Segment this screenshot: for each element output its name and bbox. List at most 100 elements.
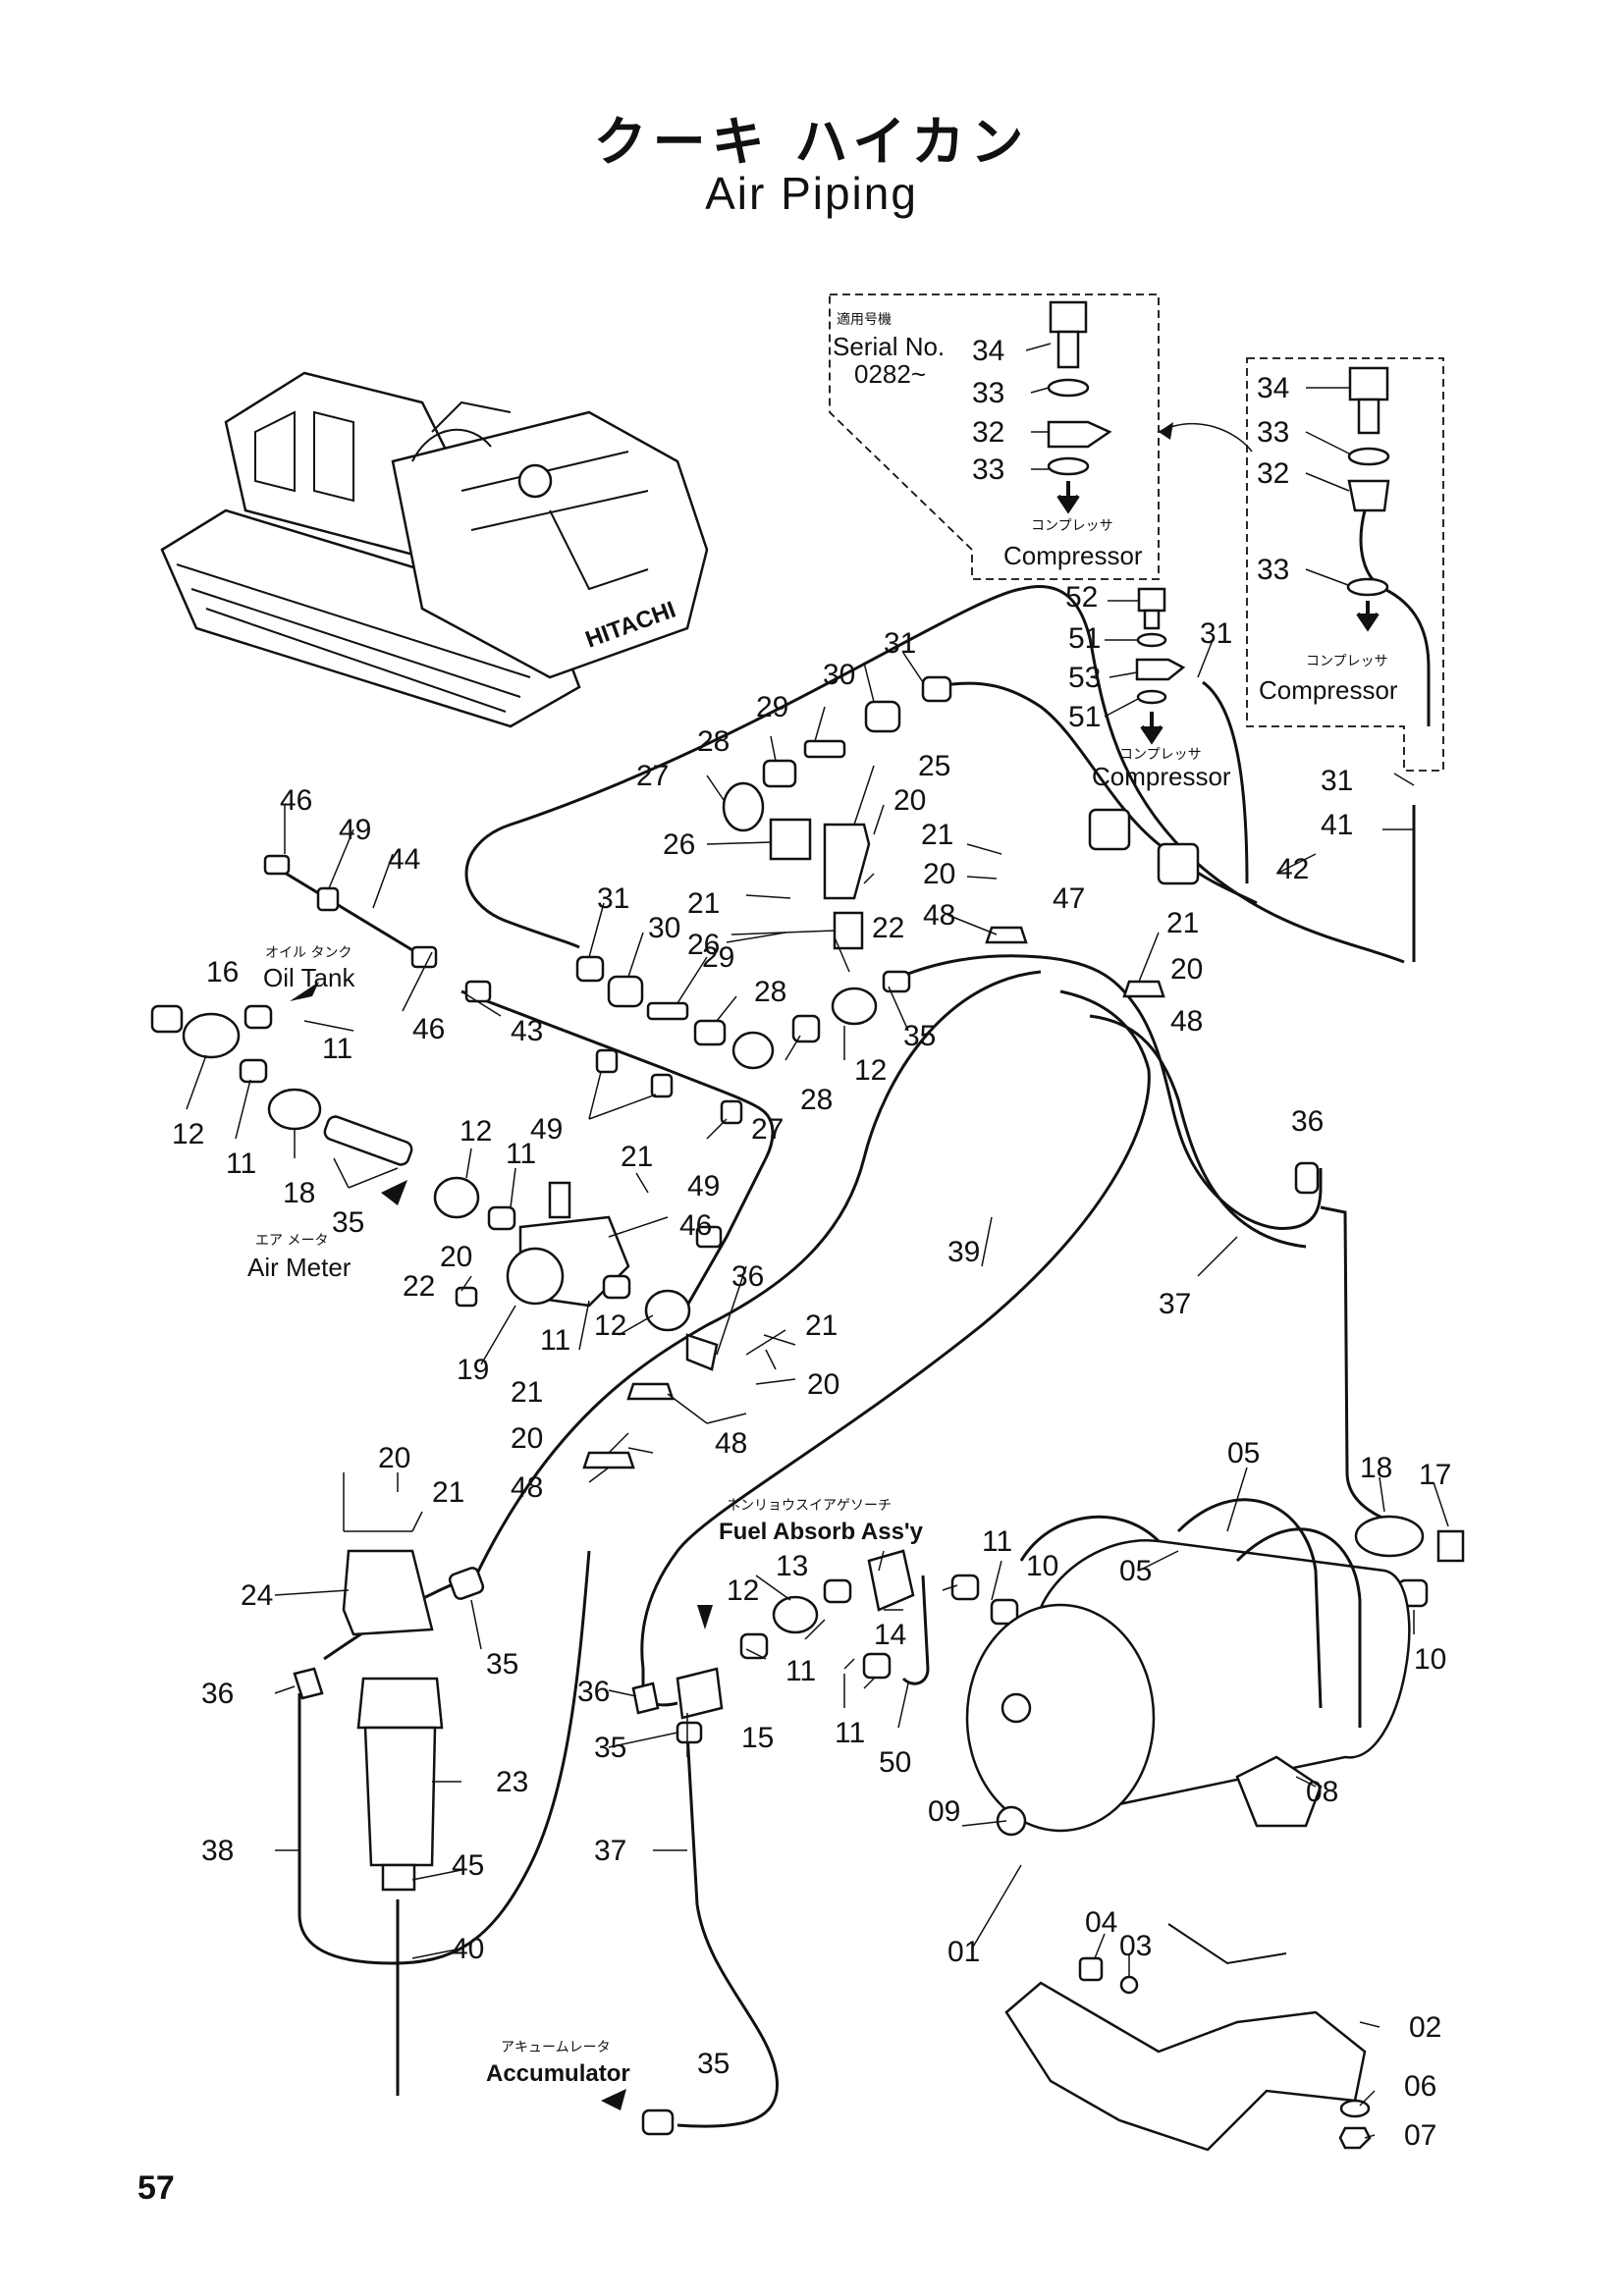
fitting-18-right [1354, 1515, 1425, 1558]
check-valve-14 [867, 1549, 915, 1612]
callout-11: 11 [785, 1655, 816, 1687]
fuel-absorb-label-jp: ネンリョウスイアゲソーチ [727, 1498, 892, 1514]
fitting-35-left [323, 1115, 413, 1166]
callout-21: 21 [511, 1376, 543, 1409]
callout-51: 51 [1068, 701, 1101, 733]
leader-lines [186, 343, 1449, 2139]
callout-28: 28 [697, 725, 730, 758]
callout-31: 31 [884, 627, 916, 660]
fitting-13 [823, 1578, 852, 1604]
callout-11: 11 [540, 1324, 570, 1357]
callout-12: 12 [172, 1118, 204, 1150]
nut-22 [455, 1286, 478, 1308]
fitting-11-fuel-c [950, 1574, 980, 1601]
fitting-11-fuel-b [862, 1652, 892, 1680]
fitting-46-upper [410, 945, 438, 969]
callout-46: 46 [679, 1209, 712, 1242]
callout-20: 20 [893, 784, 926, 817]
collar-49-mid-a [595, 1048, 619, 1074]
fitting-30-top [864, 700, 901, 733]
oil-tank-label-jp: オイル タンク [265, 945, 352, 961]
callout-12: 12 [854, 1054, 887, 1087]
fitting-30-mid [607, 975, 644, 1008]
callout-36: 36 [731, 1260, 764, 1293]
collar-49-mid-b [650, 1073, 674, 1098]
callout-36: 36 [201, 1678, 234, 1710]
callout-48: 48 [923, 899, 955, 932]
callout-26: 26 [687, 929, 720, 961]
callout-05: 05 [1119, 1555, 1152, 1587]
serial-label-jp: 適用号機 [837, 311, 892, 328]
filter-bowl-23 [363, 1726, 437, 1867]
callout-34: 34 [972, 335, 1004, 367]
callout-30: 30 [823, 659, 855, 691]
washer-03 [1119, 1975, 1139, 1995]
pipe-37-accumulator [676, 1732, 779, 2128]
callout-27: 27 [751, 1113, 784, 1146]
plug-09 [996, 1805, 1027, 1837]
elbow-36-fuel [631, 1682, 660, 1715]
valve-25 [823, 823, 871, 900]
callout-28: 28 [800, 1084, 833, 1116]
callout-04: 04 [1085, 1906, 1117, 1939]
pipe-44 [269, 862, 433, 964]
callout-19: 19 [457, 1354, 489, 1386]
fuel-absorb-arrow [697, 1605, 713, 1629]
oil-tank-arrow [290, 982, 319, 1001]
callout-32: 32 [1257, 457, 1289, 490]
callout-25: 25 [918, 750, 950, 782]
fitting-11-upper [243, 1004, 273, 1030]
callout-29: 29 [702, 941, 734, 974]
callout-11: 11 [835, 1717, 865, 1749]
clamp-48-top [985, 926, 1028, 944]
fittings [150, 675, 1465, 2136]
tee-15 [676, 1667, 724, 1720]
elbow-17 [1436, 1529, 1465, 1563]
callout-20: 20 [1170, 953, 1203, 986]
pipe-38 [298, 1550, 591, 1965]
callout-49: 49 [687, 1170, 720, 1202]
collar-49-lower [720, 1099, 743, 1125]
callout-23: 23 [496, 1766, 528, 1798]
mid-compressor-jp: コンプレッサ [1119, 747, 1202, 763]
connector-26-lower [833, 911, 864, 950]
callout-48: 48 [715, 1427, 747, 1460]
elbow-27-top [722, 781, 765, 832]
fitting-46-43 [464, 980, 492, 1003]
callout-36: 36 [577, 1676, 610, 1708]
page-number: 57 [137, 2169, 175, 2207]
callout-21: 21 [1166, 907, 1199, 939]
fitting-18-left [267, 1088, 322, 1131]
callout-22: 22 [403, 1270, 435, 1303]
callout-45: 45 [452, 1849, 484, 1882]
fitting-11-lower [239, 1058, 268, 1084]
tee-12-mid [433, 1176, 480, 1219]
callout-49: 49 [339, 814, 371, 846]
clamp-47-left [1088, 808, 1131, 851]
callout-10: 10 [1026, 1550, 1058, 1582]
air-tank-assembly [965, 1498, 1411, 2152]
serial-inset-box: 適用号機 Serial No. 0282~ コンプレッサ Compressor [829, 294, 1160, 580]
callout-29: 29 [756, 691, 788, 723]
mid-compressor: Compressor [1092, 762, 1231, 791]
page-title-english: Air Piping [705, 168, 918, 219]
callout-05: 05 [1227, 1437, 1260, 1469]
fitting-29-top [803, 739, 846, 759]
callout-11: 11 [322, 1033, 352, 1065]
callout-20: 20 [378, 1442, 410, 1474]
callout-21: 21 [921, 819, 953, 851]
callout-31: 31 [597, 882, 629, 915]
callout-35: 35 [697, 2048, 730, 2080]
callout-34: 34 [1257, 372, 1289, 404]
callout-20: 20 [807, 1368, 839, 1401]
fuel-absorb-label: Fuel Absorb Ass'y [719, 1519, 924, 1545]
tee-12-top [831, 987, 878, 1026]
callout-20: 20 [923, 858, 955, 890]
plug-16 [150, 1004, 184, 1034]
fitting-11-mid [487, 1205, 516, 1231]
callout-48: 48 [511, 1471, 543, 1504]
track-assembly [160, 508, 581, 728]
callout-35: 35 [332, 1206, 364, 1239]
nut-07 [1338, 2126, 1372, 2150]
